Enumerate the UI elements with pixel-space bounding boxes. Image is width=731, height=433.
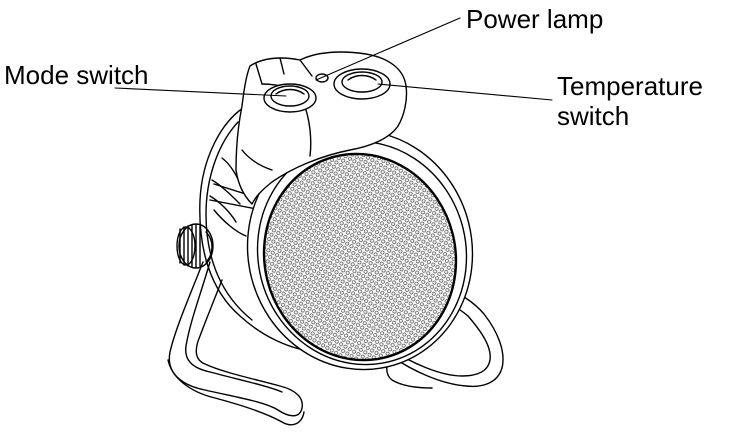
temperature-switch-label-line1: Temperature	[557, 71, 703, 101]
temperature-switch-label-line2: switch	[557, 101, 630, 131]
mode-switch-knob	[263, 83, 317, 113]
temperature-switch-label: Temperature switch	[557, 71, 703, 131]
temperature-switch-knob	[333, 68, 391, 100]
side-knob	[176, 223, 214, 269]
callout-lines	[114, 17, 553, 101]
power-lamp-label: Power lamp	[466, 4, 604, 34]
temperature-switch-leader	[377, 83, 553, 101]
power-lamp-leader	[315, 17, 461, 81]
mode-switch-label: Mode switch	[4, 60, 149, 90]
power-lamp-indicator	[315, 73, 329, 83]
mode-switch-leader	[114, 87, 287, 97]
